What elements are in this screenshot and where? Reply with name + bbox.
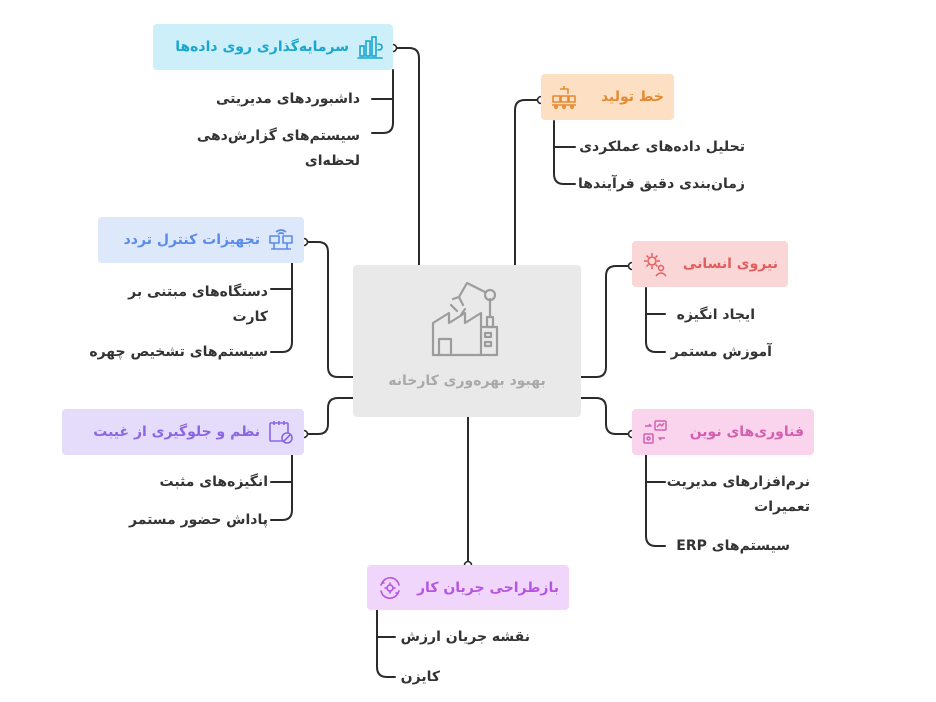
- topic-workflow[interactable]: بازطراحی جریان کار: [367, 565, 569, 610]
- attendance-item-incentives[interactable]: انگیزه‌های مثبت: [159, 474, 268, 490]
- human-resources-item-motivation[interactable]: ایجاد انگیزه: [676, 307, 755, 323]
- topic-technologies-label: فناوری‌های نوین: [689, 424, 804, 440]
- conveyor-boxes-icon: [551, 84, 577, 110]
- data-chart-icon: [357, 34, 383, 60]
- topic-access-control-label: تجهیزات کنترل تردد: [123, 232, 260, 248]
- human-resources-item-training[interactable]: آموزش مستمر: [670, 344, 772, 360]
- gear-person-icon: [642, 251, 668, 277]
- topic-workflow-label: بازطراحی جریان کار: [417, 579, 559, 596]
- technologies-item-maintenance-software[interactable]: نرم‌افزارهای مدیریت تعمیرات: [666, 474, 810, 515]
- topic-human-resources-label: نیروی انسانی: [682, 256, 778, 272]
- attendance-item-reward[interactable]: پاداش حضور مستمر: [128, 512, 268, 528]
- topic-human-resources[interactable]: نیروی انسانی: [632, 241, 788, 287]
- center-topic[interactable]: بهبود بهره‌وری کارخانه: [353, 265, 581, 417]
- tech-devices-icon: [642, 419, 668, 445]
- access-control-item-face[interactable]: سیستم‌های تشخیص چهره: [89, 344, 268, 360]
- topic-investment[interactable]: سرمایه‌گذاری روی داده‌ها: [153, 24, 393, 70]
- topic-technologies[interactable]: فناوری‌های نوین: [632, 409, 814, 455]
- gear-cycle-icon: [377, 575, 403, 601]
- calendar-block-icon: [268, 419, 294, 445]
- network-devices-icon: [268, 227, 294, 253]
- topic-production-line-label: خط تولید: [600, 89, 664, 105]
- factory-robot-arm-icon: [431, 277, 505, 357]
- production-line-item-scheduling[interactable]: زمان‌بندی دقیق فرآیندها: [578, 176, 745, 192]
- topic-attendance-label: نظم و جلوگیری از غیبت: [93, 424, 260, 440]
- production-line-item-analysis[interactable]: تحلیل داده‌های عملکردی: [579, 139, 745, 155]
- topic-production-line[interactable]: خط تولید: [541, 74, 674, 120]
- investment-item-dashboards[interactable]: داشبوردهای مدیریتی: [215, 91, 360, 107]
- topic-attendance[interactable]: نظم و جلوگیری از غیبت: [62, 409, 304, 455]
- workflow-item-value-stream[interactable]: نقشه جریان ارزش: [400, 629, 530, 645]
- workflow-item-kaizen[interactable]: کایزن: [400, 669, 440, 685]
- topic-investment-label: سرمایه‌گذاری روی داده‌ها: [175, 39, 349, 55]
- center-topic-label: بهبود بهره‌وری کارخانه: [388, 373, 546, 389]
- technologies-item-erp[interactable]: سیستم‌های ERP: [676, 538, 790, 554]
- access-control-item-card[interactable]: دستگاه‌های مبتنی بر کارت: [128, 284, 268, 325]
- investment-item-reporting[interactable]: سیستم‌های گزارش‌دهی لحظه‌ای: [196, 128, 360, 169]
- topic-access-control[interactable]: تجهیزات کنترل تردد: [98, 217, 304, 263]
